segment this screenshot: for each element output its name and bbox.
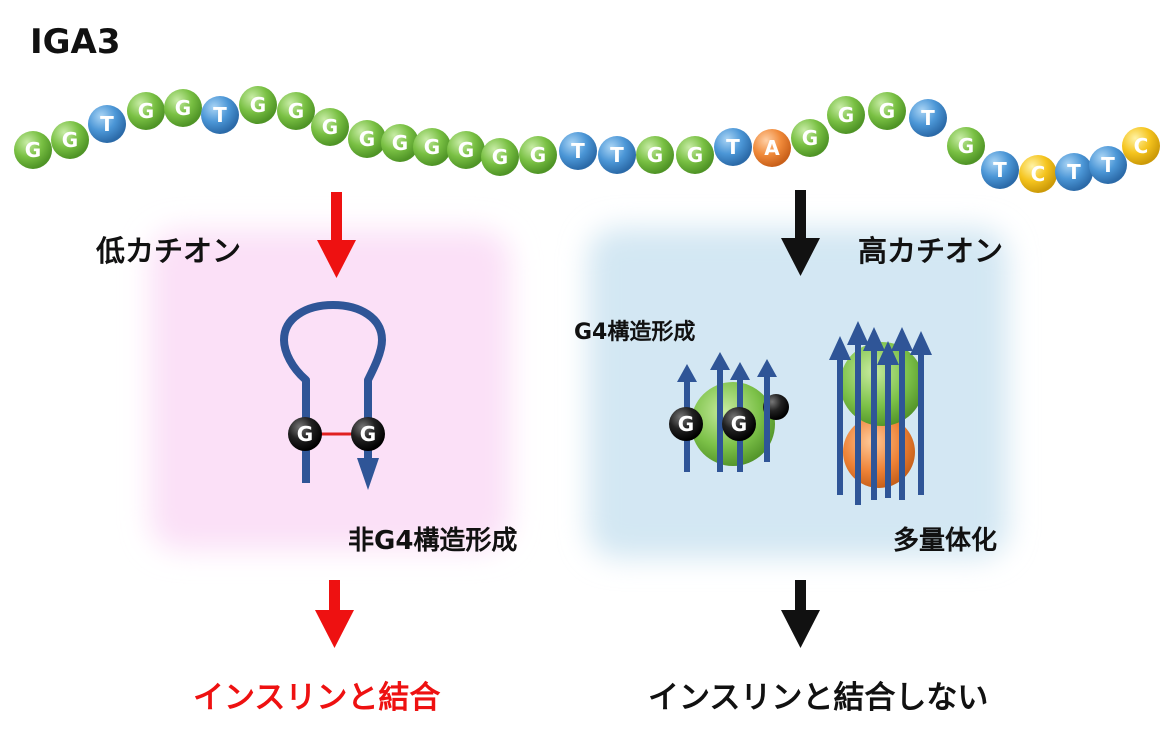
binds-insulin-result: インスリンと結合 bbox=[193, 680, 441, 716]
high-cation-arrow-top bbox=[781, 190, 820, 276]
nucleotide-c-bead: C bbox=[1122, 127, 1160, 165]
nucleotide-g-bead: G bbox=[239, 86, 277, 124]
nucleotide-g-bead: G bbox=[827, 96, 865, 134]
svg-text:G: G bbox=[392, 131, 408, 155]
svg-text:T: T bbox=[1067, 160, 1081, 184]
nucleotide-g-bead: G bbox=[947, 127, 985, 165]
g4-base-right: G bbox=[722, 407, 756, 441]
sequence-title: IGA3 bbox=[30, 22, 121, 62]
nucleotide-t-bead: T bbox=[598, 136, 636, 174]
g-base-right: G bbox=[351, 417, 385, 451]
nucleotide-g-bead: G bbox=[868, 92, 906, 130]
svg-text:T: T bbox=[993, 158, 1007, 182]
nucleotide-g-bead: G bbox=[381, 124, 419, 162]
svg-text:G: G bbox=[802, 126, 818, 150]
nucleotide-c-bead: C bbox=[1019, 155, 1057, 193]
svg-text:G: G bbox=[62, 128, 78, 152]
high-cation-panel bbox=[588, 228, 1008, 558]
nucleotide-g-bead: G bbox=[447, 131, 485, 169]
nucleotide-t-bead: T bbox=[201, 96, 239, 134]
svg-text:T: T bbox=[921, 106, 935, 130]
nucleotide-g-bead: G bbox=[277, 92, 315, 130]
nucleotide-g-bead: G bbox=[676, 136, 714, 174]
svg-text:G: G bbox=[138, 99, 154, 123]
nucleotide-a-bead: A bbox=[753, 129, 791, 167]
svg-text:T: T bbox=[213, 103, 227, 127]
svg-text:G: G bbox=[297, 422, 313, 446]
low-cation-arrow-top bbox=[317, 192, 356, 278]
svg-text:G: G bbox=[359, 127, 375, 151]
high-cation-label: 高カチオン bbox=[858, 234, 1004, 268]
g-base-left: G bbox=[288, 417, 322, 451]
svg-text:G: G bbox=[424, 135, 440, 159]
svg-text:G: G bbox=[838, 103, 854, 127]
svg-text:G: G bbox=[731, 412, 747, 436]
svg-text:T: T bbox=[100, 112, 114, 136]
multimer-label: 多量体化 bbox=[893, 526, 998, 556]
svg-text:G: G bbox=[687, 143, 703, 167]
svg-text:A: A bbox=[764, 136, 780, 160]
svg-text:T: T bbox=[1101, 153, 1115, 177]
svg-text:G: G bbox=[458, 138, 474, 162]
low-cation-label: 低カチオン bbox=[96, 234, 242, 268]
svg-text:G: G bbox=[879, 99, 895, 123]
svg-text:G: G bbox=[958, 134, 974, 158]
nucleotide-t-bead: T bbox=[714, 128, 752, 166]
svg-text:T: T bbox=[726, 135, 740, 159]
svg-text:T: T bbox=[571, 139, 585, 163]
svg-text:G: G bbox=[678, 412, 694, 436]
nucleotide-t-bead: T bbox=[559, 132, 597, 170]
svg-text:G: G bbox=[647, 143, 663, 167]
non-g4-structure-label: 非G4構造形成 bbox=[348, 526, 518, 556]
svg-text:T: T bbox=[610, 143, 624, 167]
nucleotide-t-bead: T bbox=[1055, 153, 1093, 191]
g4-base-left: G bbox=[669, 407, 703, 441]
nucleotide-g-bead: G bbox=[348, 120, 386, 158]
svg-text:G: G bbox=[250, 93, 266, 117]
low-cation-panel bbox=[150, 230, 510, 550]
nucleotide-t-bead: T bbox=[909, 99, 947, 137]
nucleotide-g-bead: G bbox=[481, 138, 519, 176]
svg-text:C: C bbox=[1134, 134, 1149, 158]
nucleotide-t-bead: T bbox=[1089, 146, 1127, 184]
svg-text:G: G bbox=[288, 99, 304, 123]
g4-structure-label: G4構造形成 bbox=[574, 320, 696, 345]
nucleotide-g-bead: G bbox=[413, 128, 451, 166]
svg-text:G: G bbox=[360, 422, 376, 446]
nucleotide-t-bead: T bbox=[88, 105, 126, 143]
svg-text:G: G bbox=[492, 145, 508, 169]
nucleotide-g-bead: G bbox=[51, 121, 89, 159]
svg-text:G: G bbox=[175, 96, 191, 120]
svg-text:C: C bbox=[1031, 162, 1046, 186]
high-cation-arrow-bottom bbox=[781, 580, 820, 648]
nucleotide-g-bead: G bbox=[14, 131, 52, 169]
svg-text:G: G bbox=[25, 138, 41, 162]
nucleotide-g-bead: G bbox=[127, 92, 165, 130]
nucleotide-g-bead: G bbox=[164, 89, 202, 127]
nucleotide-g-bead: G bbox=[519, 136, 557, 174]
nucleotide-g-bead: G bbox=[791, 119, 829, 157]
nucleotide-g-bead: G bbox=[636, 136, 674, 174]
multimer-icon bbox=[829, 321, 932, 505]
nucleotide-t-bead: T bbox=[981, 151, 1019, 189]
no-insulin-binding-result: インスリンと結合しない bbox=[648, 680, 989, 716]
nucleotide-g-bead: G bbox=[311, 108, 349, 146]
svg-text:G: G bbox=[322, 115, 338, 139]
svg-text:G: G bbox=[530, 143, 546, 167]
low-cation-arrow-bottom bbox=[315, 580, 354, 648]
